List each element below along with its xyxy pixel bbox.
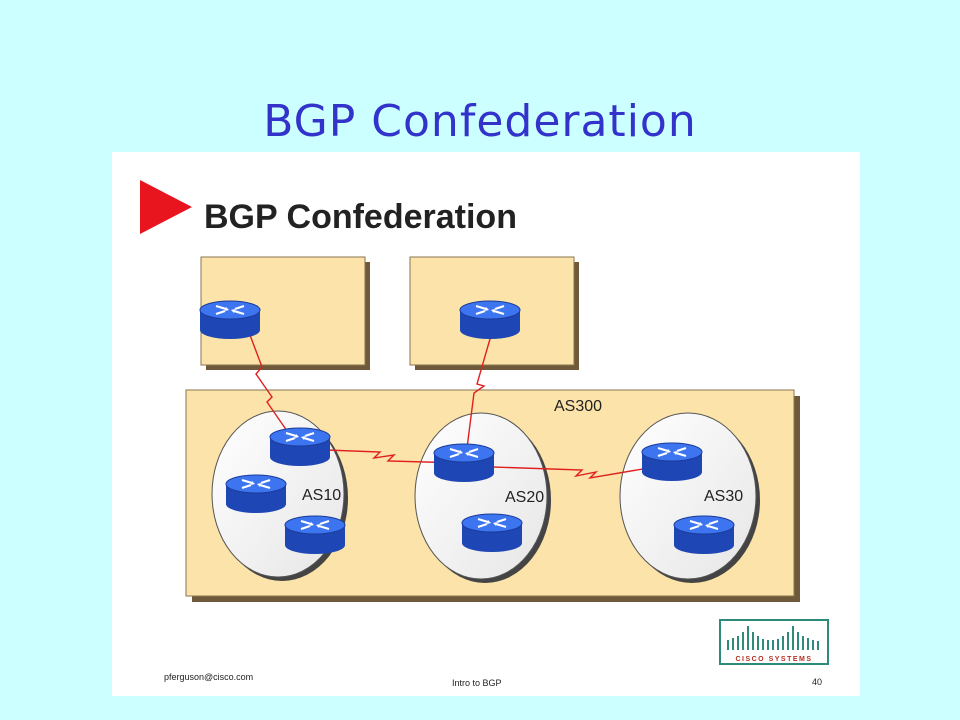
footer-center: Intro to BGP <box>452 678 502 688</box>
as30-label: AS30 <box>704 488 743 505</box>
router-icon <box>224 473 288 515</box>
router-icon <box>640 441 704 483</box>
router-icon <box>268 426 332 468</box>
router-icon <box>198 299 262 341</box>
link-as20-as30 <box>463 463 673 480</box>
router-icon <box>460 512 524 554</box>
cisco-logo: CISCO SYSTEMS <box>719 619 829 665</box>
figure-heading: BGP Confederation <box>204 198 517 236</box>
slide-title: BGP Confederation <box>263 96 697 147</box>
router-icon <box>283 514 347 556</box>
as10-label: AS10 <box>302 487 341 504</box>
figure-panel: BGP Confederation AS300 <box>112 152 860 696</box>
footer-email: pferguson@cisco.com <box>164 672 254 682</box>
router-icon <box>672 514 736 556</box>
bgp-confederation-diagram: BGP Confederation AS300 <box>140 180 829 665</box>
link-as10-as20 <box>299 448 463 464</box>
red-triangle-icon <box>140 180 192 234</box>
bgp-links <box>246 324 673 480</box>
external-as-box-left <box>200 256 370 370</box>
router-icon <box>432 442 496 484</box>
footer-page-number: 40 <box>812 677 823 687</box>
link-ext-right-as20 <box>466 324 495 449</box>
router-icon <box>458 299 522 341</box>
cisco-logo-text: CISCO SYSTEMS <box>735 656 812 663</box>
as20-label: AS20 <box>505 489 544 506</box>
as300-label: AS300 <box>554 398 602 415</box>
link-ext-left-as10 <box>246 326 295 442</box>
